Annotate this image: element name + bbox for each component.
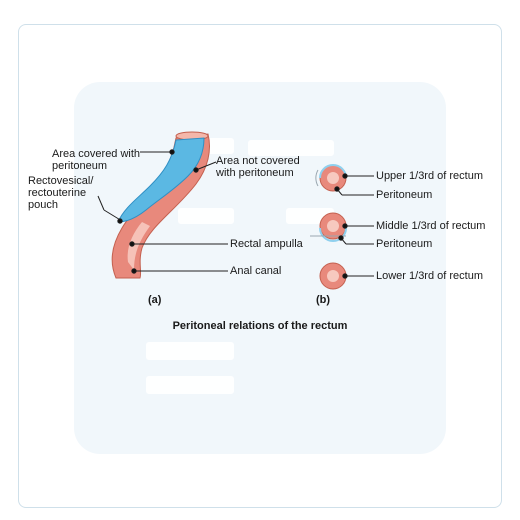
peritoneum-covering	[117, 137, 205, 223]
label-anal-canal: Anal canal	[230, 265, 282, 277]
label-area-covered: Area covered with peritoneum	[52, 148, 141, 172]
rectum-longitudinal	[111, 131, 210, 279]
panel-label-b: (b)	[316, 294, 331, 306]
placeholder-box	[248, 140, 334, 156]
cross-section-lower	[319, 262, 347, 290]
leader-lines-b	[334, 173, 374, 279]
label-upper-third: Upper 1/3rd of rectum	[376, 170, 483, 182]
placeholder-box	[178, 208, 234, 224]
rectum-lumen	[127, 222, 150, 270]
figure-caption: Peritoneal relations of the rectum	[172, 320, 348, 332]
label-peritoneum-middle: Peritoneum	[376, 238, 433, 250]
placeholder-box	[146, 342, 234, 360]
placeholder-box	[146, 376, 234, 394]
label-peritoneum-upper: Peritoneum	[376, 189, 433, 201]
label-area-not-covered: Area not covered with peritoneum	[216, 155, 300, 179]
label-rectal-ampulla: Rectal ampulla	[230, 238, 303, 250]
panel-label-a: (a)	[148, 294, 162, 306]
leader-lines-a	[97, 149, 228, 274]
cross-section-upper	[315, 164, 347, 192]
label-lower-third: Lower 1/3rd of rectum	[376, 270, 483, 282]
label-middle-third: Middle 1/3rd of rectum	[376, 220, 486, 232]
label-rectovesical-pouch: Rectovesical/ rectouterine pouch	[28, 175, 94, 211]
